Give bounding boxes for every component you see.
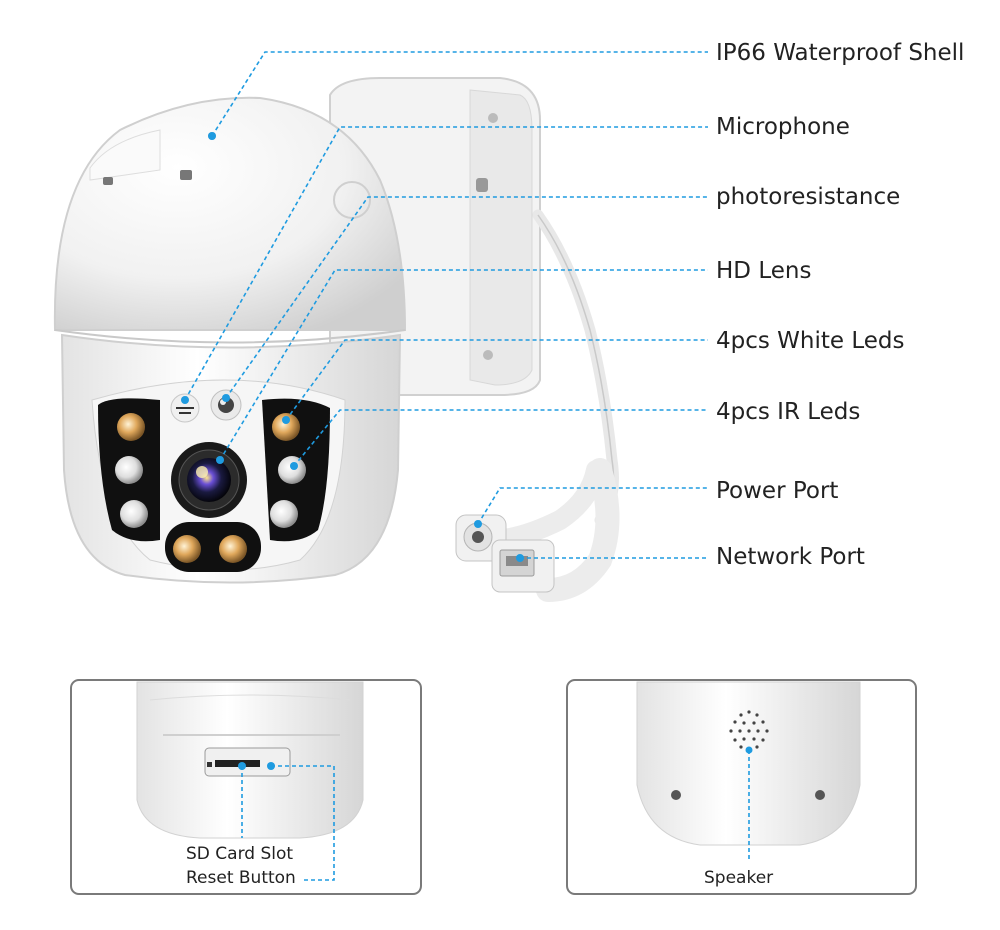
white-led: [120, 500, 148, 528]
ir-leds: [117, 413, 300, 563]
inset-sd-card: [70, 679, 422, 895]
label-reset-button: Reset Button: [186, 868, 296, 888]
microphone-hole: [170, 393, 200, 423]
leader-shell: [211, 51, 708, 137]
leader-lens: [219, 269, 708, 461]
photoresistor: [210, 389, 242, 421]
ir-led: [272, 413, 300, 441]
label-speaker: Speaker: [704, 868, 774, 888]
leader-dots: [181, 132, 524, 562]
white-leds: [115, 456, 306, 528]
white-led: [278, 456, 306, 484]
camera-dome: [53, 96, 407, 344]
label-power-port: Power Port: [716, 478, 839, 504]
label-hd-lens: HD Lens: [716, 258, 812, 284]
label-waterproof-shell: IP66 Waterproof Shell: [716, 40, 965, 66]
inset-speaker: [566, 679, 917, 895]
leader-photoresistance: [225, 196, 708, 399]
label-sd-card-slot: SD Card Slot: [186, 844, 294, 864]
label-ir-leds: 4pcs IR Leds: [716, 399, 861, 425]
leader-power-port: [477, 487, 708, 525]
label-network-port: Network Port: [716, 544, 865, 570]
white-led: [270, 500, 298, 528]
label-microphone: Microphone: [716, 114, 850, 140]
ir-led: [117, 413, 145, 441]
ir-led: [173, 535, 201, 563]
leader-ir-leds: [293, 409, 708, 467]
leader-white-leds: [285, 339, 708, 421]
leader-lines: [184, 51, 708, 559]
ir-led: [219, 535, 247, 563]
hd-lens: [171, 442, 247, 518]
label-photoresistance: photoresistance: [716, 184, 901, 210]
network-port: [491, 539, 555, 593]
label-white-leds: 4pcs White Leds: [716, 328, 905, 354]
white-led: [115, 456, 143, 484]
